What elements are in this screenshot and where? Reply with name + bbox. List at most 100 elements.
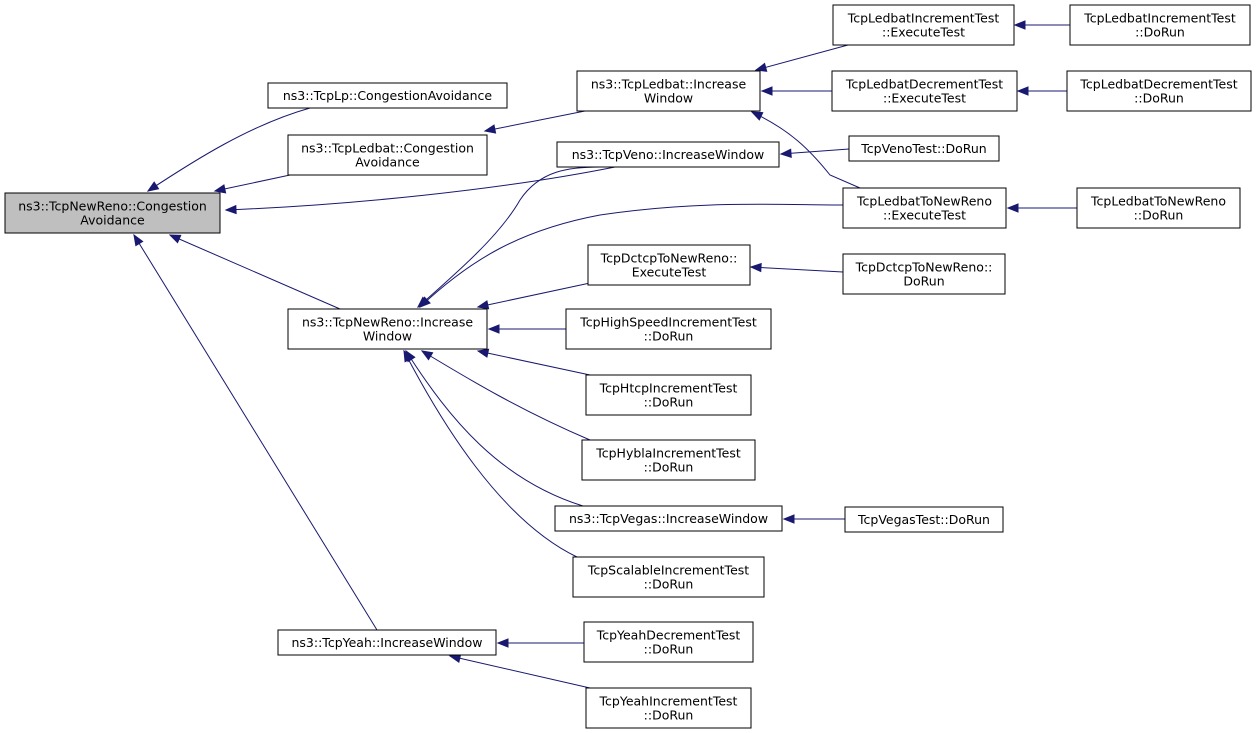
node-label-line: TcpDctcpToNewReno:: (855, 260, 993, 275)
edge-scalable_run-to-newreno_iw (403, 349, 578, 558)
node-newreno-iw[interactable]: ns3::TcpNewReno::IncreaseWindow (287, 308, 488, 350)
node-label-line: ::ExecuteTest (883, 208, 966, 223)
arrowhead (146, 181, 160, 192)
node-label-line: TcpHyblaIncrementTest (595, 446, 741, 461)
node-dctcp-run[interactable]: TcpDctcpToNewReno::DoRun (842, 253, 1006, 295)
edge-yeah_iw-to-root (133, 233, 378, 631)
node-hybla-run[interactable]: TcpHyblaIncrementTest::DoRun (581, 439, 756, 481)
node-label-line: ns3::TcpLp::CongestionAvoidance (283, 88, 493, 103)
edge-newreno_iw-to-root (168, 234, 341, 310)
node-box[interactable] (554, 505, 783, 532)
node-scalable-run[interactable]: TcpScalableIncrementTest::DoRun (572, 556, 765, 598)
node-label-line: Window (644, 91, 693, 106)
arrowhead (782, 514, 795, 524)
arrowhead (168, 234, 182, 244)
node-label-line: TcpHtcpIncrementTest (599, 381, 738, 396)
node-label-line: TcpVenoTest::DoRun (860, 141, 986, 156)
edge-ledbat_iw-to-ledbat_ca (483, 109, 591, 134)
node-label-line: DoRun (903, 274, 944, 289)
node-label-line: ::DoRun (1134, 208, 1184, 223)
node-label-line: ::DoRun (644, 395, 694, 410)
node-box[interactable] (844, 506, 1004, 533)
node-box[interactable] (1076, 187, 1241, 229)
node-vegastest-run[interactable]: TcpVegasTest::DoRun (844, 506, 1004, 533)
node-label-line: TcpLedbatIncrementTest (1083, 11, 1236, 26)
node-box[interactable] (267, 82, 508, 109)
edge-leddec_exec-to-ledbat_iw (760, 86, 832, 96)
node-ltn-run[interactable]: TcpLedbatToNewReno::DoRun (1076, 187, 1241, 229)
node-vt-run[interactable]: TcpVenoTest::DoRun (848, 135, 1000, 162)
edge-yeahinc_run-to-yeah_iw (448, 653, 591, 689)
node-box[interactable] (831, 70, 1018, 112)
node-leddec-exec[interactable]: TcpLedbatDecrementTest::ExecuteTest (831, 70, 1018, 112)
node-ltn-exec[interactable]: TcpLedbatToNewReno::ExecuteTest (842, 187, 1007, 229)
node-box[interactable] (1069, 4, 1251, 46)
node-box[interactable] (556, 141, 780, 168)
node-box[interactable] (4, 192, 221, 234)
edge-ltn_exec-to-ledbat_iw (750, 111, 861, 189)
node-box[interactable] (585, 687, 752, 729)
edges-layer (133, 20, 1077, 689)
node-veno-iw[interactable]: ns3::TcpVeno::IncreaseWindow (556, 141, 780, 168)
arrowhead (213, 184, 227, 194)
node-box[interactable] (287, 308, 488, 350)
node-box[interactable] (572, 556, 765, 598)
edge-veno_iw-to-root (224, 166, 616, 215)
node-box[interactable] (1066, 70, 1252, 112)
node-yeahinc-run[interactable]: TcpYeahIncrementTest::DoRun (585, 687, 752, 729)
node-label-line: ::DoRun (1134, 91, 1184, 106)
node-root[interactable]: ns3::TcpNewReno::CongestionAvoidance (4, 192, 221, 234)
node-box[interactable] (277, 629, 497, 656)
node-vegas-iw[interactable]: ns3::TcpVegas::IncreaseWindow (554, 505, 783, 532)
node-label-line: ::DoRun (644, 329, 694, 344)
node-lp-ca[interactable]: ns3::TcpLp::CongestionAvoidance (267, 82, 508, 109)
edge-vt_run-to-veno_iw (779, 148, 850, 158)
edge-dctcp_exec-to-newreno_iw (476, 282, 591, 310)
arrowhead (419, 296, 431, 308)
node-leddec-run[interactable]: TcpLedbatDecrementTest::DoRun (1066, 70, 1252, 112)
arrowhead (1006, 203, 1019, 213)
node-box[interactable] (842, 187, 1007, 229)
arrowhead (750, 111, 764, 121)
node-box[interactable] (565, 308, 772, 350)
edge-ltn_exec-to-newreno_iw (419, 203, 844, 308)
node-label-line: ::DoRun (644, 708, 694, 723)
node-label-line: TcpVegasTest::DoRun (857, 512, 990, 527)
edge-leddec_run-to-leddec_exec (1016, 86, 1067, 96)
edge-dctcp_run-to-dctcp_exec (749, 262, 844, 273)
node-label-line: Avoidance (80, 213, 145, 228)
node-htcp-run[interactable]: TcpHtcpIncrementTest::DoRun (585, 374, 752, 416)
node-box[interactable] (848, 135, 1000, 162)
arrowhead (476, 300, 490, 310)
node-yeahdec-run[interactable]: TcpYeahDecrementTest::DoRun (583, 621, 754, 663)
node-ledinc-exec[interactable]: TcpLedbatIncrementTest::ExecuteTest (832, 4, 1015, 46)
node-ledinc-run[interactable]: TcpLedbatIncrementTest::DoRun (1069, 4, 1251, 46)
node-label-line: TcpLedbatToNewReno (1090, 194, 1226, 209)
edge-ledinc_run-to-ledinc_exec (1013, 20, 1070, 30)
node-label-line: Window (363, 329, 412, 344)
arrowhead (754, 62, 768, 72)
node-box[interactable] (832, 4, 1015, 46)
node-ledbat-ca[interactable]: ns3::TcpLedbat::CongestionAvoidance (287, 134, 488, 176)
node-box[interactable] (287, 134, 488, 176)
node-ledbat-iw[interactable]: ns3::TcpLedbat::IncreaseWindow (576, 70, 761, 112)
node-dctcp-exec[interactable]: TcpDctcpToNewReno::ExecuteTest (587, 244, 751, 286)
node-box[interactable] (585, 374, 752, 416)
arrowhead (483, 124, 497, 134)
node-box[interactable] (576, 70, 761, 112)
edge-ledbat_ca-to-root (213, 174, 291, 194)
edge-highspeed_run-to-newreno_iw (487, 324, 566, 334)
node-box[interactable] (842, 253, 1006, 295)
edge-yeahdec_run-to-yeah_iw (496, 638, 584, 648)
arrowhead (403, 349, 414, 363)
node-label-line: TcpLedbatDecrementTest (845, 77, 1003, 92)
node-box[interactable] (581, 439, 756, 481)
node-yeah-iw[interactable]: ns3::TcpYeah::IncreaseWindow (277, 629, 497, 656)
node-highspeed-run[interactable]: TcpHighSpeedIncrementTest::DoRun (565, 308, 772, 350)
edge-hybla_run-to-newreno_iw (420, 350, 591, 441)
node-box[interactable] (583, 621, 754, 663)
arrowhead (224, 204, 237, 215)
node-box[interactable] (587, 244, 751, 286)
node-label-line: TcpScalableIncrementTest (587, 563, 749, 578)
